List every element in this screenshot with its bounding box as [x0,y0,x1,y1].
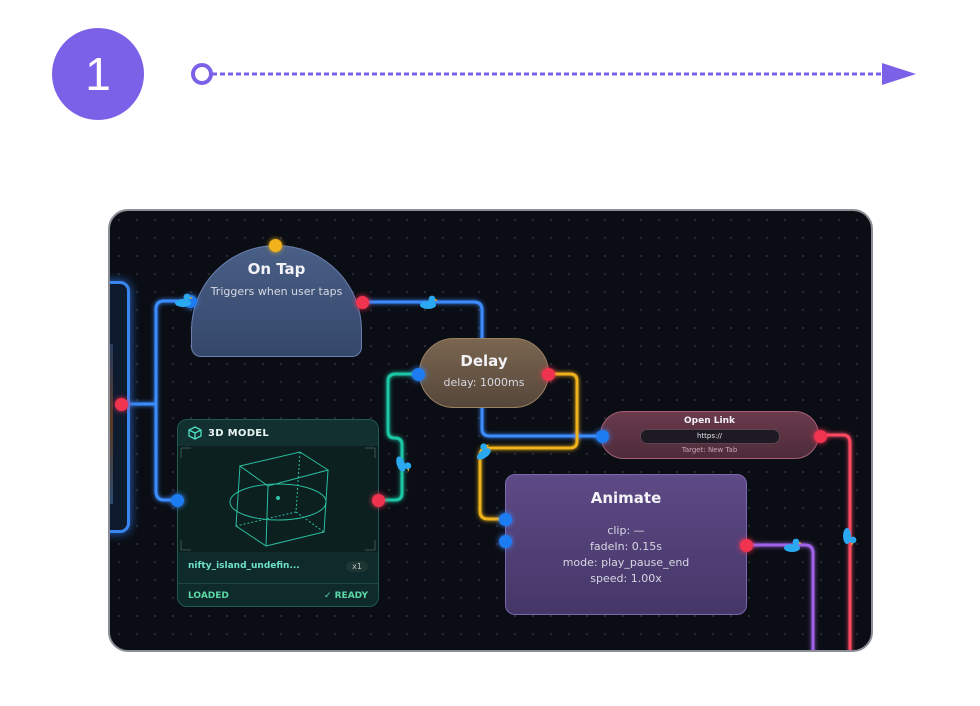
3d-model-header: 3D MODEL [178,420,378,446]
delay-title: Delay [460,352,508,370]
animate-prop-speed: speed: 1.00x [590,572,662,585]
3d-model-status-ready: ✓ READY [323,590,368,601]
delay-input-port[interactable] [412,368,425,381]
3d-model-file-row: nifty_island_undefin... x1 [178,553,378,579]
left-panel-thumbnail [110,344,113,504]
animate-input-port-1[interactable] [499,513,512,526]
delay-node[interactable]: Delay delay: 1000ms [419,338,549,408]
wire-hub-to-ontap [120,299,190,406]
cube-icon [188,426,202,440]
url-field[interactable]: https:// [639,429,780,444]
animate-props: clip: — fadeIn: 0.15s mode: play_pause_e… [506,523,746,587]
3d-model-header-label: 3D MODEL [208,427,270,439]
duck-icon [420,295,438,309]
wire-delay-to-animate [478,372,579,521]
on-tap-title: On Tap [247,260,306,278]
open-link-title: Open Link [684,416,735,426]
duck-icon [843,528,857,546]
timeline-start-dot [191,63,213,85]
wires-layer [120,299,852,650]
arrow-right-icon [882,63,916,85]
open-link-target: Target: New Tab [681,446,738,454]
on-tap-node[interactable]: On Tap Triggers when user taps [191,245,362,357]
duck-icon [476,443,491,460]
delay-output-port[interactable] [542,368,555,381]
animate-prop-mode: mode: play_pause_end [562,556,690,569]
openlink-input-port[interactable] [596,430,609,443]
duck-icon [175,293,193,307]
model-input-port[interactable] [171,494,184,507]
animate-title: Animate [590,489,662,507]
3d-model-count-badge: x1 [346,560,368,572]
animate-node[interactable]: Animate clip: — fadeIn: 0.15s mode: play… [505,474,747,615]
ontap-output-port[interactable] [356,296,369,309]
wireframe-cube [180,447,376,551]
duck-icon [784,538,802,552]
on-tap-subtitle: Triggers when user taps [210,285,343,298]
3d-model-status-row: LOADED ✓ READY [178,583,378,606]
3d-model-viewport[interactable] [178,446,378,552]
openlink-output-port[interactable] [814,430,827,443]
open-link-node[interactable]: Open Link https:// Target: New Tab [600,411,819,459]
duck-icon [396,456,412,472]
wire-animate-out [745,543,815,650]
3d-model-status-loaded: LOADED [188,590,229,601]
3d-model-filename: nifty_island_undefin... [188,561,300,571]
animate-output-port[interactable] [740,539,753,552]
animate-prop-clip: clip: — [607,524,645,537]
node-graph-canvas[interactable]: On Tap Triggers when user taps Delay del… [108,209,873,652]
3d-model-node[interactable]: 3D MODEL nifty_island_undefin... [177,419,379,607]
step-number-badge: 1 [52,28,144,120]
step-number: 1 [85,48,111,100]
wire-hub-to-model [154,402,179,502]
wire-model-to-delay [377,372,421,502]
model-output-port[interactable] [372,494,385,507]
animate-input-port-2[interactable] [499,535,512,548]
wire-openlink-out [817,433,852,650]
delay-subtitle: delay: 1000ms [443,376,525,389]
animate-prop-fadein: fadeIn: 0.15s [589,540,662,553]
hub-output-port[interactable] [115,398,128,411]
timeline-arrow [191,63,916,85]
ontap-top-port[interactable] [269,239,282,252]
